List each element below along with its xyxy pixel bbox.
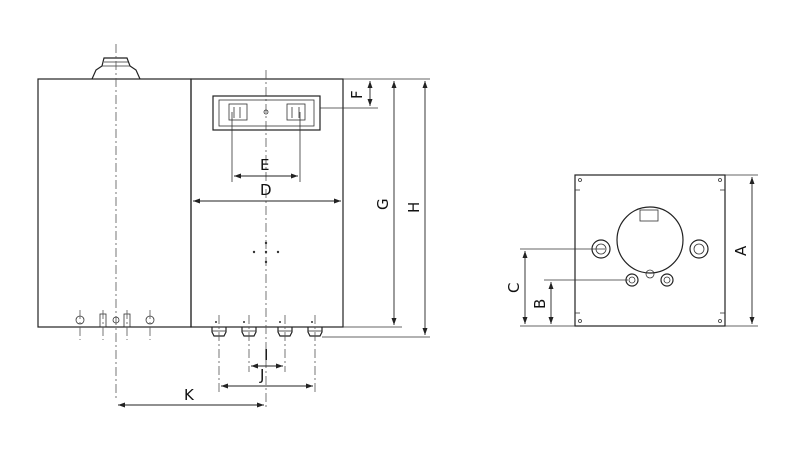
dimension-e: E [231, 112, 301, 182]
flue-opening [616, 206, 684, 274]
label-d: D [260, 181, 272, 199]
left-bottom-fittings [75, 310, 155, 340]
label-i: I [264, 346, 268, 364]
front-view: E D F G H I [37, 44, 430, 410]
dimension-c: C [505, 251, 528, 324]
dimension-g: G [343, 81, 402, 328]
label-j: J [259, 366, 264, 384]
bottom-connections [211, 315, 323, 392]
right-housing [190, 78, 344, 328]
side-fitting-right [689, 239, 709, 259]
center-dots [252, 241, 280, 264]
corner-marks [575, 178, 725, 323]
dimension-f: F [320, 78, 430, 109]
dimension-h: H [322, 81, 430, 338]
label-h: H [405, 202, 423, 213]
dimension-k: K [118, 386, 264, 408]
dimension-b: B [531, 282, 554, 324]
dimension-j: J [221, 366, 313, 389]
label-f: F [348, 90, 366, 99]
label-e: E [260, 156, 269, 174]
mounting-bracket [212, 95, 321, 131]
label-a: A [732, 245, 750, 256]
label-b: B [531, 299, 549, 309]
label-k: K [184, 386, 195, 404]
dimension-i: I [251, 346, 283, 369]
bottom-view: A B C [505, 174, 758, 327]
dimension-a: A [732, 177, 755, 324]
bottom-view-outline [574, 174, 726, 327]
flue-window [639, 209, 659, 222]
label-c: C [505, 283, 523, 293]
dimension-d: D [193, 181, 341, 204]
left-housing [37, 78, 192, 328]
label-g: G [374, 198, 392, 210]
